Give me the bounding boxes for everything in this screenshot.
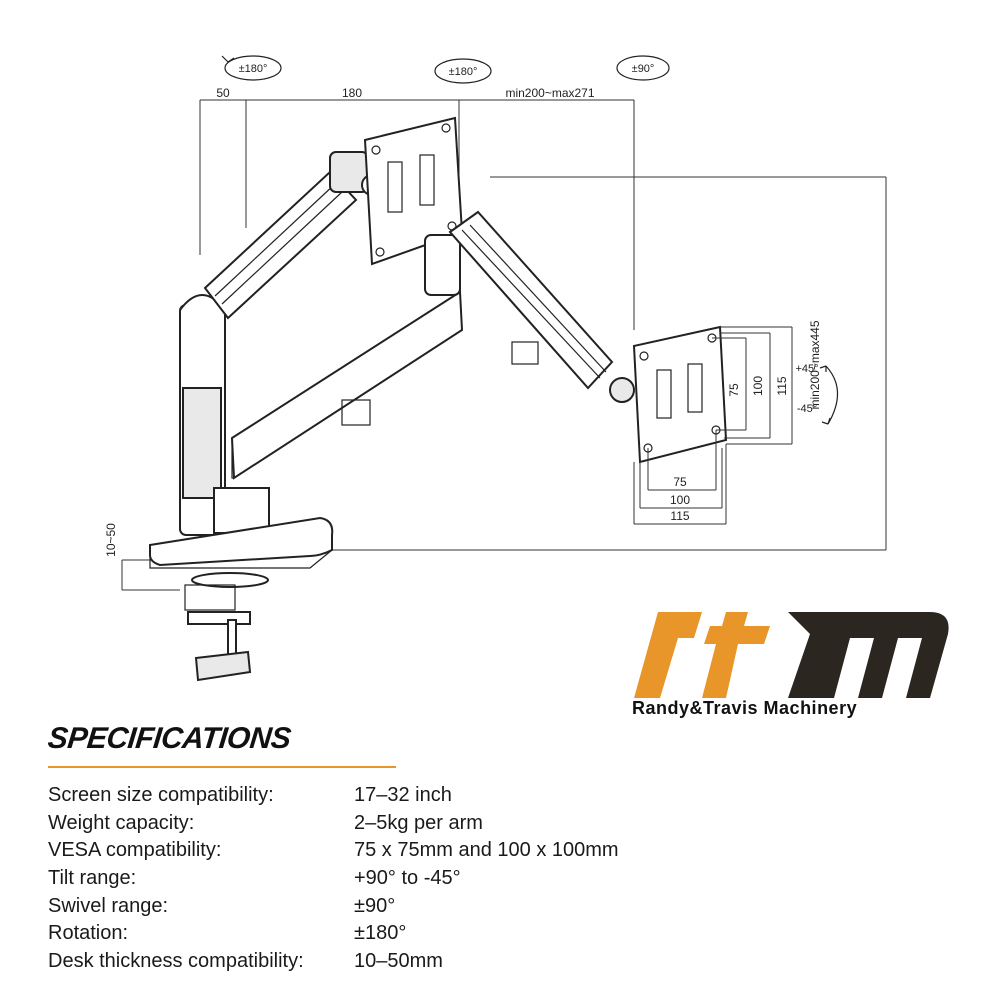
specifications-title: SPECIFICATIONS	[46, 722, 293, 755]
rotation-indicator-mid: ±180°	[434, 58, 492, 84]
rotation-left-label: ±180°	[239, 63, 268, 75]
tilt-up-label: +45°	[795, 363, 818, 375]
vesa-v-115: 115	[775, 376, 789, 395]
spec-row-tilt: Tilt range: +90° to -45°	[48, 865, 748, 893]
spec-label: Rotation:	[48, 922, 129, 945]
spec-row-rotation: Rotation: ±180°	[48, 920, 748, 948]
vesa-h-75: 75	[673, 475, 687, 489]
spec-value: 75 x 75mm and 100 x 100mm	[354, 839, 619, 862]
spec-label: Weight capacity:	[48, 811, 195, 834]
tilt-down-label: -45°	[797, 403, 817, 415]
dim-180: 180	[342, 86, 362, 100]
specifications-list: Screen size compatibility: 17–32 inch We…	[48, 782, 748, 975]
spec-row-desk-thickness: Desk thickness compatibility: 10–50mm	[48, 948, 748, 976]
spec-row-vesa: VESA compatibility: 75 x 75mm and 100 x …	[48, 837, 748, 865]
spec-row-swivel: Swivel range: ±90°	[48, 892, 748, 920]
dim-desk: 10~50	[104, 523, 118, 557]
lower-arm	[230, 290, 464, 480]
vesa-vertical-dimensions: 75 100 115	[712, 326, 793, 445]
vesa-h-115: 115	[670, 509, 689, 523]
vesa-v-75: 75	[727, 383, 741, 397]
tilt-indicator: +45° -45°	[795, 363, 839, 425]
spec-value: ±180°	[354, 922, 407, 945]
rtm-logo: rtm	[634, 612, 949, 698]
top-dimensions: 50 180 min200~max271	[199, 86, 635, 330]
specifications-rule	[48, 766, 396, 768]
upper-right-arm	[424, 210, 635, 403]
spec-label: Desk thickness compatibility:	[48, 949, 304, 972]
spec-value: 17–32 inch	[354, 784, 452, 807]
spec-value: 2–5kg per arm	[354, 811, 483, 834]
spec-label: Tilt range:	[48, 867, 137, 890]
vesa-plate-right	[632, 325, 728, 464]
spec-label: VESA compatibility:	[48, 839, 222, 862]
rotation-indicator-left: ±180°	[221, 55, 282, 81]
company-name: Randy&Travis Machinery	[632, 698, 858, 718]
vesa-h-100: 100	[670, 493, 690, 507]
swivel-label: ±90°	[632, 63, 655, 75]
dim-50: 50	[216, 86, 230, 100]
rotation-mid-label: ±180°	[449, 66, 478, 78]
spec-value: ±90°	[354, 894, 396, 917]
vesa-v-100: 100	[751, 376, 765, 396]
spec-row-screen-size: Screen size compatibility: 17–32 inch	[48, 782, 748, 810]
monitor-arm-diagram: ±180° ±180° ±90° 50 180 min200~max271 mi…	[104, 55, 887, 682]
dim-top-range: min200~max271	[505, 86, 594, 100]
pole-and-base	[149, 294, 334, 682]
upper-left-arm	[203, 151, 383, 320]
spec-value: +90° to -45°	[354, 867, 461, 890]
spec-label: Swivel range:	[48, 894, 169, 917]
swivel-indicator: ±90°	[616, 55, 670, 81]
spec-value: 10–50mm	[354, 949, 443, 972]
spec-label: Screen size compatibility:	[48, 784, 274, 807]
height-dimension: min200~max445	[330, 176, 887, 551]
spec-row-weight-capacity: Weight capacity: 2–5kg per arm	[48, 810, 748, 838]
dim-height-range: min200~max445	[808, 320, 822, 409]
vesa-horizontal-dimensions: 75 100 115	[633, 430, 727, 525]
